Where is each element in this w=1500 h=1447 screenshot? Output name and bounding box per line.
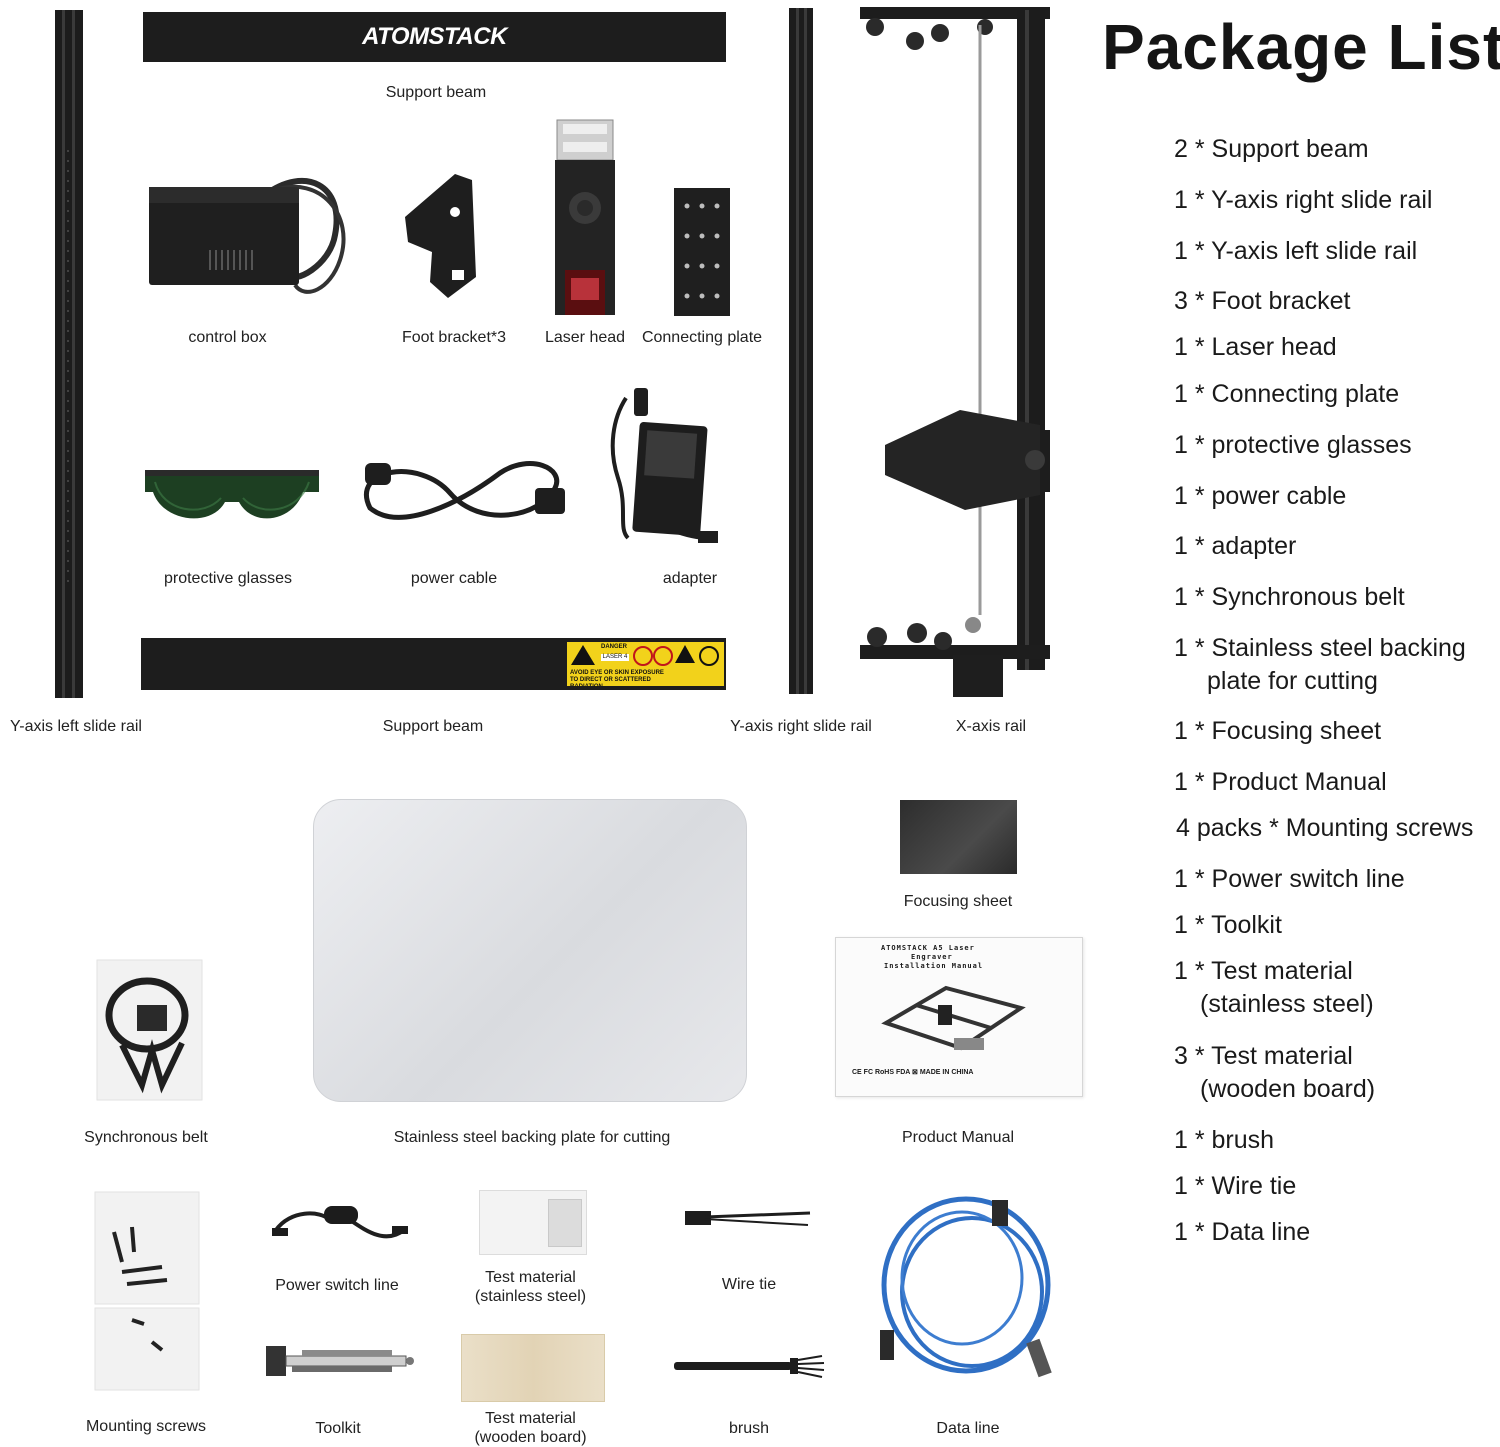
- caption-synchronous-belt: Synchronous belt: [84, 1129, 208, 1146]
- list-item-continued: (stainless steel): [1200, 990, 1374, 1018]
- list-item: 1 * power cable: [1174, 482, 1347, 510]
- caption-focusing-sheet: Focusing sheet: [903, 893, 1013, 910]
- caption-x-axis-rail: X-axis rail: [955, 718, 1027, 735]
- list-item: 1 * Laser head: [1174, 333, 1337, 361]
- x-axis-rail-image: [860, 7, 1050, 697]
- caption-test-material-steel: Test material: [485, 1269, 576, 1286]
- list-item: 1 * Data line: [1174, 1218, 1311, 1246]
- manual-title-line3: Installation Manual: [884, 962, 984, 970]
- focusing-sheet-image: [900, 800, 1017, 874]
- adapter-image: [610, 388, 718, 543]
- warning-label: DANGER LASER 4 AVOID EYE OR SKIN EXPOSUR…: [567, 642, 724, 686]
- atomstack-logo: ATOMSTACK: [362, 23, 507, 50]
- list-item-continued: (wooden board): [1200, 1075, 1376, 1103]
- test-material-wood-image: [461, 1334, 605, 1402]
- connecting-plate-image: [674, 188, 730, 316]
- list-item: 1 * Focusing sheet: [1174, 717, 1382, 745]
- y-axis-right-rail-image: [789, 8, 813, 694]
- list-item: 1 * brush: [1174, 1126, 1275, 1154]
- caption-support-beam-bottom: Support beam: [382, 718, 484, 735]
- power-switch-line-image: [272, 1206, 408, 1239]
- list-item: 2 * Support beam: [1174, 135, 1369, 163]
- caption-y-axis-left-rail: Y-axis left slide rail: [10, 718, 142, 735]
- caption-test-material-steel-sub: (stainless steel): [474, 1288, 587, 1305]
- list-item: 1 * Synchronous belt: [1174, 583, 1405, 611]
- warning-danger-text: DANGER: [601, 644, 628, 650]
- caption-power-switch-line: Power switch line: [275, 1277, 399, 1294]
- list-item: 4 packs * Mounting screws: [1176, 814, 1474, 842]
- caption-foot-bracket: Foot bracket*3: [401, 329, 507, 346]
- caption-control-box: control box: [188, 329, 267, 346]
- list-item: 1 * Y-axis left slide rail: [1174, 237, 1418, 265]
- manual-engraver-drawing: [881, 985, 1026, 1051]
- list-item-continued: plate for cutting: [1207, 667, 1378, 695]
- support-beam-bottom-image: DANGER LASER 4 AVOID EYE OR SKIN EXPOSUR…: [141, 638, 726, 690]
- manual-title-line2: Engraver: [911, 953, 953, 961]
- manual-footer: CE FC RoHS FDA ⊠ MADE IN CHINA: [852, 1069, 974, 1076]
- page-title: Package List: [1102, 11, 1500, 83]
- caption-test-material-wood: Test material: [485, 1410, 576, 1427]
- list-item: 1 * Connecting plate: [1174, 380, 1400, 408]
- mounting-screws-image: [94, 1191, 200, 1391]
- list-item: 1 * Stainless steel backing: [1174, 634, 1466, 662]
- list-item: 1 * Wire tie: [1174, 1172, 1297, 1200]
- foot-bracket-image: [405, 174, 476, 298]
- protective-glasses-image: [145, 470, 319, 519]
- brush-image: [674, 1355, 825, 1378]
- list-item: 1 * Product Manual: [1174, 768, 1387, 796]
- caption-product-manual: Product Manual: [901, 1129, 1015, 1146]
- list-item: 1 * Power switch line: [1174, 865, 1405, 893]
- laser-head-image: [555, 119, 615, 315]
- list-item: 1 * adapter: [1174, 532, 1297, 560]
- data-line-image: [880, 1196, 1052, 1378]
- caption-wire-tie: Wire tie: [721, 1276, 777, 1293]
- support-beam-top-image: ATOMSTACK: [143, 12, 726, 62]
- power-cable-image: [364, 461, 565, 520]
- list-item: 3 * Test material: [1174, 1042, 1353, 1070]
- list-item: 3 * Foot bracket: [1174, 287, 1351, 315]
- caption-brush: brush: [728, 1420, 770, 1437]
- manual-title-line1: ATOMSTACK A5 Laser: [881, 944, 975, 952]
- caption-adapter: adapter: [662, 570, 718, 587]
- caption-connecting-plate: Connecting plate: [641, 329, 763, 346]
- wire-tie-image: [685, 1211, 811, 1226]
- test-material-steel-image: [479, 1190, 587, 1255]
- caption-mounting-screws: Mounting screws: [85, 1418, 207, 1435]
- list-item: 1 * protective glasses: [1174, 431, 1412, 459]
- caption-laser-head: Laser head: [544, 329, 626, 346]
- caption-power-cable: power cable: [410, 570, 498, 587]
- backing-plate-image: [313, 799, 747, 1102]
- caption-toolkit: Toolkit: [315, 1420, 361, 1437]
- caption-data-line: Data line: [936, 1420, 1000, 1437]
- warning-text: AVOID EYE OR SKIN EXPOSURE TO DIRECT OR …: [570, 670, 664, 686]
- synchronous-belt-image: [96, 959, 203, 1101]
- caption-support-beam-top: Support beam: [385, 84, 487, 101]
- warning-laser-class: LASER 4: [601, 654, 629, 661]
- list-item: 1 * Y-axis right slide rail: [1174, 186, 1433, 214]
- toolkit-image: [266, 1346, 414, 1376]
- caption-y-axis-right-rail: Y-axis right slide rail: [730, 718, 872, 735]
- caption-backing-plate: Stainless steel backing plate for cuttin…: [393, 1129, 671, 1146]
- list-item: 1 * Test material: [1174, 957, 1353, 985]
- control-box-image: [149, 177, 346, 294]
- list-item: 1 * Toolkit: [1174, 911, 1282, 939]
- y-axis-left-rail-image: [55, 10, 83, 698]
- caption-protective-glasses: protective glasses: [163, 570, 293, 587]
- product-manual-image: ATOMSTACK A5 Laser Engraver Installation…: [835, 937, 1083, 1097]
- caption-test-material-wood-sub: (wooden board): [474, 1429, 587, 1446]
